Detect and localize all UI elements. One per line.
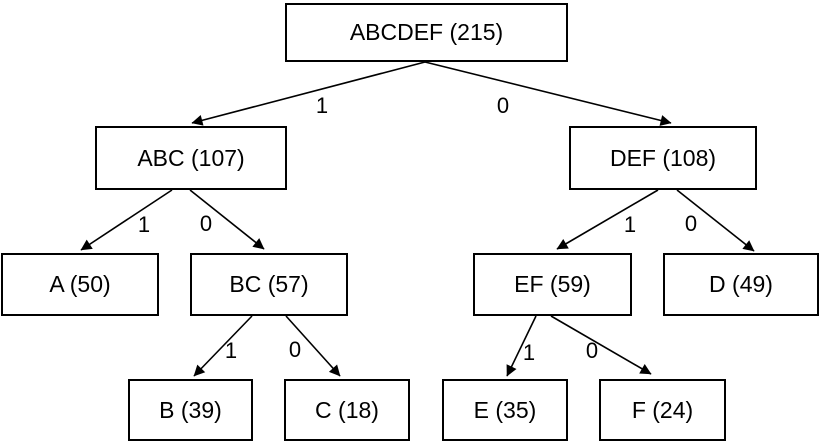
node-label: ABC (107) — [137, 144, 245, 171]
edge-line — [193, 315, 253, 377]
node-label: C (18) — [315, 396, 379, 423]
edge-abcdef-abc: 1 — [191, 61, 426, 126]
tree-node-e: E (35) — [442, 379, 568, 441]
tree-node-d: D (49) — [663, 253, 819, 316]
tree-node-bc: BC (57) — [190, 253, 348, 316]
node-label: A (50) — [49, 271, 111, 297]
edge-bit-label: 0 — [685, 211, 697, 236]
tree-node-def: DEF (108) — [569, 126, 757, 190]
edge-def-ef: 1 — [556, 189, 659, 250]
tree-node-ef: EF (59) — [473, 253, 632, 316]
edge-line — [191, 61, 426, 126]
node-label: E (35) — [473, 396, 537, 423]
tree-node-c: C (18) — [284, 379, 410, 441]
edge-bit-label: 0 — [289, 337, 301, 362]
edge-ef-f: 0 — [550, 315, 652, 375]
edge-line — [550, 315, 652, 375]
node-label: BC (57) — [229, 271, 309, 297]
edge-bc-c: 0 — [285, 315, 341, 377]
node-label: B (39) — [159, 396, 222, 423]
node-label: ABCDEF (215) — [349, 19, 504, 45]
node-label: EF (59) — [514, 271, 591, 297]
node-label: F (24) — [631, 396, 694, 423]
node-label: DEF (108) — [609, 144, 717, 171]
edge-bit-label: 0 — [200, 211, 212, 236]
edge-abcdef-def: 0 — [424, 61, 672, 126]
edge-ef-e: 1 — [506, 315, 537, 377]
edge-bit-label: 0 — [586, 338, 598, 363]
edge-def-d: 0 — [676, 189, 755, 252]
edge-line — [424, 61, 672, 126]
edge-bit-label: 1 — [225, 338, 237, 363]
edge-line — [506, 315, 537, 377]
edge-line — [80, 189, 173, 251]
edge-bit-label: 0 — [497, 93, 509, 118]
edge-bit-label: 1 — [624, 212, 636, 237]
edge-bit-label: 1 — [316, 93, 328, 118]
edge-bit-label: 1 — [138, 212, 150, 237]
edge-bit-label: 1 — [523, 340, 535, 365]
edge-abc-a: 1 — [80, 189, 173, 251]
edge-abc-bc: 0 — [189, 189, 265, 250]
tree-node-a: A (50) — [1, 253, 159, 316]
tree-node-b: B (39) — [128, 379, 253, 441]
tree-node-abcdef: ABCDEF (215) — [285, 3, 568, 62]
tree-node-f: F (24) — [599, 379, 726, 441]
edge-line — [676, 189, 755, 252]
edge-bc-b: 1 — [193, 315, 253, 377]
edge-line — [556, 189, 659, 250]
edge-line — [285, 315, 341, 377]
node-label: D (49) — [709, 271, 773, 297]
tree-node-abc: ABC (107) — [95, 126, 287, 190]
edge-line — [189, 189, 265, 250]
